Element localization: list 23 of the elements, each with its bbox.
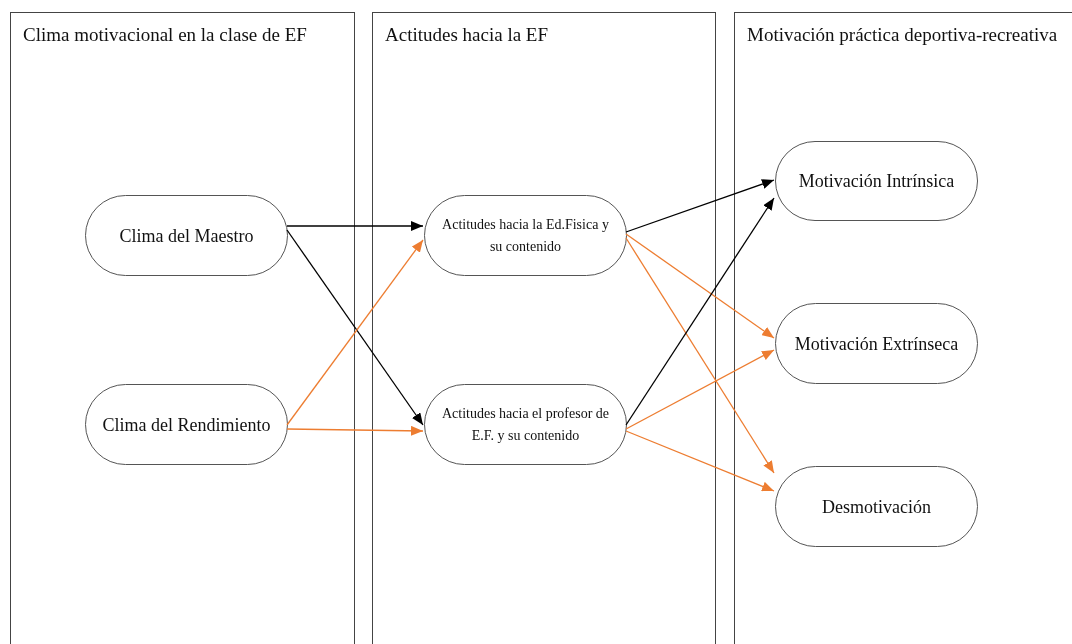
node-label: Desmotivación	[822, 495, 931, 519]
arrow	[625, 233, 775, 339]
arrow	[625, 430, 775, 492]
node-label: Actitudes hacia la Ed.Fisica y su contenido	[441, 215, 610, 256]
rounded-box	[775, 141, 978, 221]
node-label: Motivación Intrínsica	[798, 170, 955, 193]
arrow	[625, 179, 775, 233]
column-panel	[372, 12, 716, 644]
node-label: Clima del Rendimiento	[102, 413, 271, 437]
arrow	[286, 221, 424, 231]
arrow	[625, 349, 775, 430]
node-label: Motivación Extrínseca	[794, 332, 959, 356]
column-heading: Motivación práctica deportiva-recreativa	[747, 23, 1059, 47]
node-label: Actitudes hacia el profesor de E.F. y su contenido	[440, 404, 611, 445]
node-label: Clima del Maestro	[119, 224, 254, 248]
column-panel	[734, 12, 1072, 644]
arrow	[286, 425, 424, 436]
column-heading: Clima motivacional en la clase de EF	[23, 23, 308, 47]
column-panel	[10, 12, 355, 644]
column-heading: Actitudes hacia la EF	[385, 23, 550, 47]
rounded-box	[775, 466, 978, 547]
arrow	[625, 197, 775, 426]
arrow	[625, 237, 775, 474]
